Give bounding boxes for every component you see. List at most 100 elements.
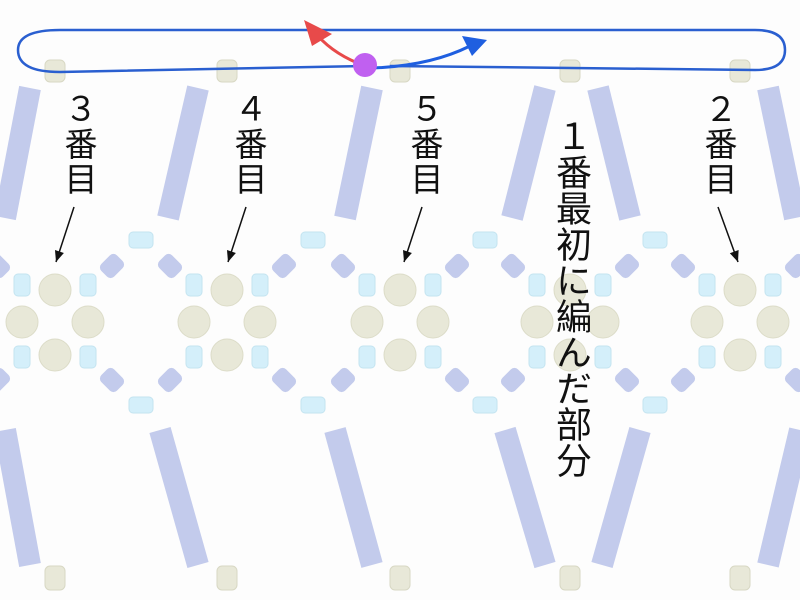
bottom-bead <box>389 565 411 591</box>
small-bead <box>642 396 668 414</box>
bugle-bead <box>0 85 41 221</box>
small-bead <box>594 345 612 369</box>
round-bead <box>723 273 757 307</box>
round-bead <box>416 305 450 339</box>
label-fifth: ５番目 <box>405 92 444 197</box>
bugle-bead <box>324 427 383 568</box>
round-bead <box>723 338 757 372</box>
diamond-bead <box>670 367 696 393</box>
round-bead <box>71 305 105 339</box>
round-bead <box>756 305 790 339</box>
round-bead <box>383 338 417 372</box>
small-bead <box>358 273 376 297</box>
small-bead <box>185 345 203 369</box>
bugle-bead <box>501 85 556 221</box>
diamond-bead <box>271 253 297 279</box>
diamond-bead <box>670 253 696 279</box>
forward-arrow-line <box>371 44 471 70</box>
small-bead <box>79 273 97 297</box>
small-bead <box>698 345 716 369</box>
small-bead <box>424 345 442 369</box>
small-bead <box>594 273 612 297</box>
small-bead <box>764 345 782 369</box>
diamond-bead <box>157 253 183 279</box>
small-bead <box>698 273 716 297</box>
diamond-bead <box>444 367 470 393</box>
small-bead <box>13 273 31 297</box>
round-bead <box>210 338 244 372</box>
diamond-bead <box>500 253 526 279</box>
back-arrow-head <box>304 20 332 46</box>
small-bead <box>13 345 31 369</box>
diamond-bead <box>330 367 356 393</box>
bottom-bead <box>559 565 581 591</box>
small-bead <box>251 345 269 369</box>
top-bead <box>389 59 411 83</box>
bugle-bead <box>757 85 800 221</box>
diamond-bead <box>99 367 125 393</box>
small-bead <box>185 273 203 297</box>
round-bead <box>350 305 384 339</box>
round-bead <box>210 273 244 307</box>
small-bead <box>424 273 442 297</box>
forward-arrow-head <box>462 36 487 56</box>
diamond-bead <box>784 367 800 393</box>
small-bead <box>251 273 269 297</box>
thread-loop <box>16 28 787 74</box>
round-bead <box>243 305 277 339</box>
round-bead <box>690 305 724 339</box>
small-bead <box>79 345 97 369</box>
small-bead <box>128 231 154 249</box>
pointer-arrow-head <box>402 250 412 262</box>
round-bead <box>383 273 417 307</box>
diamond-bead <box>157 367 183 393</box>
diamond-bead <box>784 253 800 279</box>
round-bead <box>38 338 72 372</box>
pointer-arrow-head <box>729 250 739 262</box>
small-bead <box>472 396 498 414</box>
bugle-bead <box>587 85 641 221</box>
round-bead <box>38 273 72 307</box>
round-bead <box>5 305 39 339</box>
small-bead <box>358 345 376 369</box>
bottom-bead <box>216 565 238 591</box>
label-fourth: ４番目 <box>229 92 268 197</box>
bugle-bead <box>149 427 209 568</box>
bottom-bead <box>44 565 66 591</box>
diamond-bead <box>444 253 470 279</box>
pointer-arrow-head <box>226 250 236 262</box>
small-bead <box>472 231 498 249</box>
small-bead <box>764 273 782 297</box>
round-bead <box>553 273 587 307</box>
diamond-bead <box>330 253 356 279</box>
bugle-bead <box>591 427 651 568</box>
top-bead <box>216 59 238 83</box>
round-bead <box>586 305 620 339</box>
diamond-bead <box>99 253 125 279</box>
bottom-bead <box>729 565 751 591</box>
diamond-bead <box>0 367 11 393</box>
small-bead <box>300 231 326 249</box>
round-bead <box>177 305 211 339</box>
top-bead <box>559 59 581 83</box>
diamond-bead <box>271 367 297 393</box>
small-bead <box>642 231 668 249</box>
needle-point <box>353 53 377 77</box>
label-first: １番最初に編んだ部分 <box>550 118 591 478</box>
pointer-arrow-head <box>54 250 64 262</box>
bugle-bead <box>757 427 800 568</box>
diamond-bead <box>500 367 526 393</box>
bugle-bead <box>494 426 556 569</box>
label-second: ２番目 <box>699 92 738 197</box>
label-third: ３番目 <box>59 92 98 197</box>
bugle-bead <box>157 85 209 221</box>
bugle-bead <box>0 427 41 568</box>
small-bead <box>528 345 546 369</box>
diamond-bead <box>614 253 640 279</box>
diamond-bead <box>614 367 640 393</box>
small-bead <box>300 396 326 414</box>
small-bead <box>528 273 546 297</box>
round-bead <box>520 305 554 339</box>
